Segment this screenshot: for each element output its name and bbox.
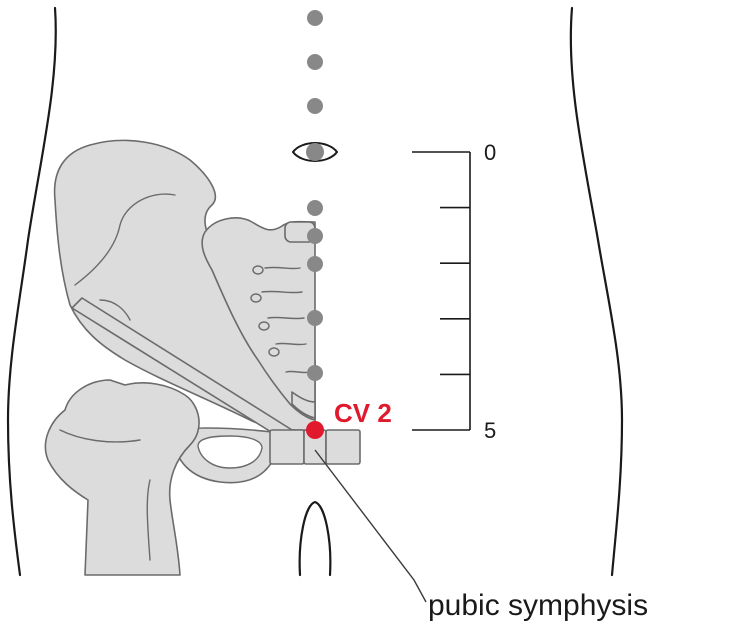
genital-outline [300,502,331,575]
acupoint-label: CV 2 [334,398,392,428]
callout: pubic symphysis [315,450,648,622]
pubic-bone-right [326,430,360,464]
meridian-dot-7 [307,310,323,326]
scale-label-bottom: 5 [484,418,496,443]
scale-label-top: 0 [484,140,496,165]
meridian-dot-4 [307,200,323,216]
meridian-dot-3 [307,98,323,114]
pubic-bone-left [270,430,304,464]
body-outline-left [8,8,56,575]
meridian-dot-1 [307,10,323,26]
meridian-dot-2 [307,54,323,70]
acupoint-marker [306,421,324,439]
navel-icon [293,143,337,161]
callout-label-pubic-symphysis: pubic symphysis [428,589,648,622]
femur [45,380,199,575]
meridian-dot-6 [307,256,323,272]
meridian-dot-8 [307,365,323,381]
meridian-dot-5 [307,228,323,244]
scale-ruler: 0 5 [412,140,496,443]
body-outline-right [571,8,622,575]
pelvis-left-half [45,140,315,575]
callout-leader-line [315,450,426,602]
